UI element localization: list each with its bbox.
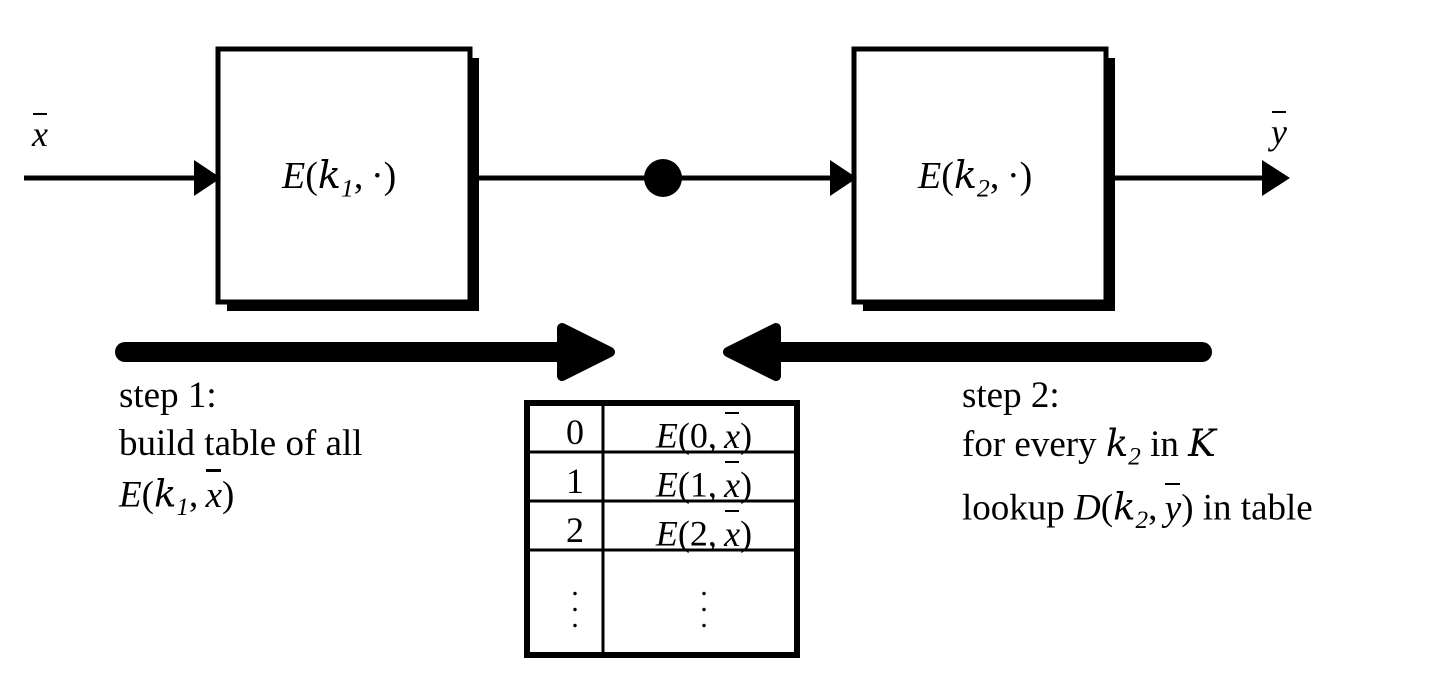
step2-line3: lookup D(k2, y) in table xyxy=(962,481,1313,545)
step2-arrowhead-icon xyxy=(723,323,781,381)
table-row: E(2, x) xyxy=(618,509,790,555)
output-signal-label-text: y xyxy=(1271,111,1287,152)
table-cell-ellipsis: . xyxy=(571,601,579,634)
table-row: . . . xyxy=(618,569,790,634)
table-cell-value-fn: E xyxy=(655,415,678,456)
enc2-label-key-sub: 2 xyxy=(976,173,990,203)
step1-arrowhead-icon xyxy=(557,323,615,381)
table-row: E(0, x) xyxy=(618,411,790,457)
step1-line3-key-sub: 1 xyxy=(176,494,189,522)
step2-caption: step 2: for every k2 in K lookup D(k2, y… xyxy=(962,372,1313,545)
table-row: 0 xyxy=(550,411,600,453)
enc1-block-label: E(k1, ·) xyxy=(282,153,397,203)
step2-line2-set: K xyxy=(1188,422,1216,465)
step2-heading: step 2: xyxy=(962,375,1060,416)
enc2-block-label: E(k2, ·) xyxy=(918,153,1033,203)
enc2-label-fn: E xyxy=(918,155,942,197)
enc2-label-arg: · xyxy=(1006,155,1020,197)
enc1-label-key: k xyxy=(317,153,341,197)
table-cell-value-fn: E xyxy=(655,513,678,554)
table-cell-ellipsis: . xyxy=(700,601,708,634)
input-signal-label: x xyxy=(32,112,48,152)
step2-line3-key: k xyxy=(1113,486,1136,530)
output-signal-label: y xyxy=(1271,110,1287,150)
enc1-block[interactable] xyxy=(215,46,473,305)
table-row: 2 xyxy=(550,509,600,551)
step1-line3-key: k xyxy=(153,472,177,516)
table-cell-ellipsis: . xyxy=(700,585,708,618)
step1-line3-fn: E xyxy=(119,474,142,516)
step1-line3: E(k1, x) xyxy=(119,468,363,532)
enc2-input-arrowhead-icon xyxy=(830,160,857,196)
step2-line3-fn: D xyxy=(1074,488,1101,530)
lookup-table-frame[interactable] xyxy=(524,400,800,658)
table-row: E(1, x) xyxy=(618,460,790,506)
step1-heading: step 1: xyxy=(119,375,217,416)
enc2-label-key: k xyxy=(953,153,977,197)
enc1-label-key-sub: 1 xyxy=(340,173,354,203)
junction-dot-icon xyxy=(644,159,682,197)
input-arrowhead-icon xyxy=(194,160,221,196)
step1-caption: step 1: build table of all E(k1, x) xyxy=(119,372,363,532)
output-arrowhead-icon xyxy=(1262,160,1290,196)
step1-line2: build table of all xyxy=(119,423,363,464)
table-cell-index: 2 xyxy=(566,510,584,550)
step2-line2: for every k2 in K xyxy=(962,420,1313,481)
step2-line2-key: k xyxy=(1105,422,1129,465)
step2-line3-key-sub: 2 xyxy=(1135,507,1149,535)
step2-line2-key-sub: 2 xyxy=(1128,443,1141,471)
step2-line2-mid: in xyxy=(1150,424,1179,465)
table-cell-index: 1 xyxy=(566,461,584,501)
step2-line3-prefix: lookup xyxy=(962,488,1065,530)
step2-line2-prefix: for every xyxy=(962,424,1097,465)
table-cell-ellipsis: . xyxy=(571,569,579,602)
table-row: 1 xyxy=(550,460,600,502)
enc1-label-arg: · xyxy=(370,155,384,197)
input-signal-label-text: x xyxy=(32,113,48,154)
table-row: . . . xyxy=(550,569,600,634)
step2-line3-suffix: in table xyxy=(1202,488,1313,530)
table-cell-ellipsis: . xyxy=(571,585,579,618)
table-cell-index: 0 xyxy=(566,412,584,452)
table-cell-ellipsis: . xyxy=(700,569,708,602)
table-cell-value-fn: E xyxy=(655,464,678,505)
enc1-label-fn: E xyxy=(282,155,306,197)
